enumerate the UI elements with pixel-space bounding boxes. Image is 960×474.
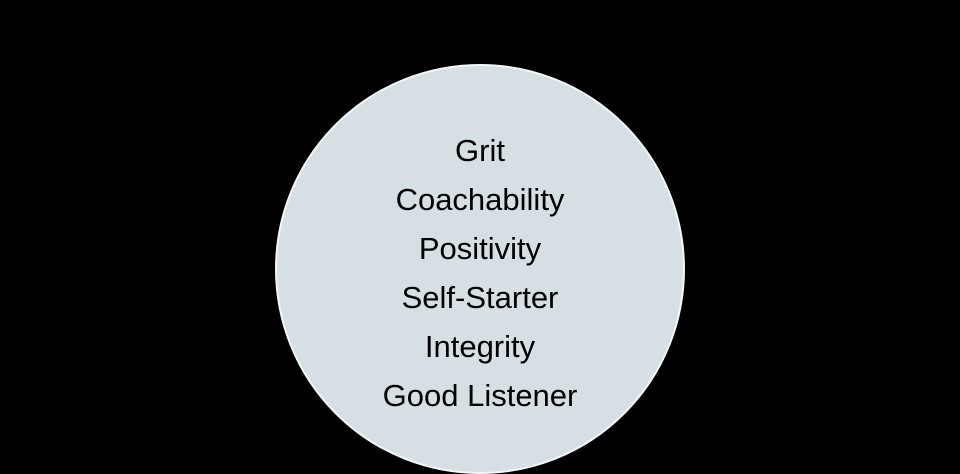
trait-coachability: Coachability [395,182,565,217]
trait-good-listener: Good Listener [382,378,578,413]
traits-list: Grit Coachability Positivity Self-Starte… [0,126,960,420]
trait-integrity: Integrity [424,329,536,364]
traits-circle [275,64,685,474]
trait-grit: Grit [455,133,505,168]
trait-self-starter: Self-Starter [401,280,559,315]
trait-positivity: Positivity [418,231,542,266]
